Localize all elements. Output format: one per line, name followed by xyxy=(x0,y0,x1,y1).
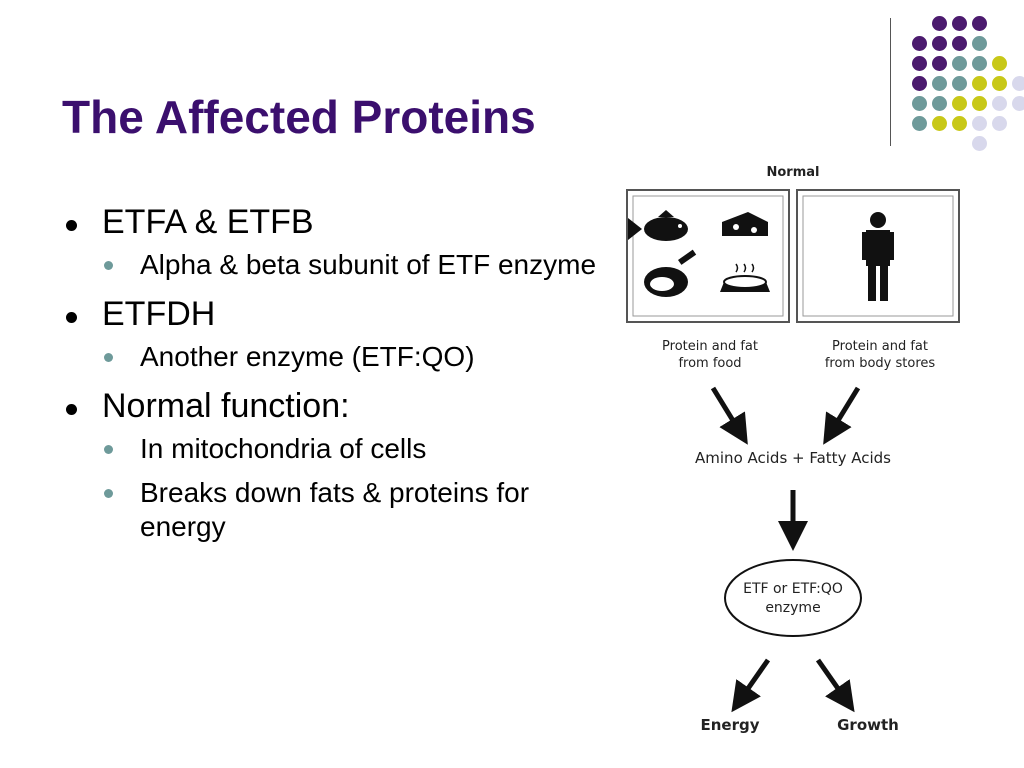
decorative-dot xyxy=(952,96,967,111)
body-caption-line2: from body stores xyxy=(825,356,936,371)
metabolism-diagram: Normal Protein and fat from food Pro xyxy=(626,165,960,734)
sub-bullet-text: Alpha & beta subunit of ETF enzyme xyxy=(140,249,597,280)
food-caption-line2: from food xyxy=(678,356,741,371)
sub-bullet-item: Alpha & beta subunit of ETF enzyme xyxy=(62,248,622,282)
arrow-body-to-acids xyxy=(823,386,861,445)
sub-bullet-text: In mitochondria of cells xyxy=(140,433,427,464)
bullet-item: Normal function: xyxy=(62,384,622,428)
decorative-dot xyxy=(912,76,927,91)
decorative-dot xyxy=(952,16,967,31)
decorative-dot xyxy=(972,36,987,51)
body-caption-line1: Protein and fat xyxy=(832,339,928,354)
sub-bullet-item: Breaks down fats & proteins for energy xyxy=(62,476,622,544)
decorative-dot-grid xyxy=(0,0,1024,170)
decorative-dot xyxy=(932,56,947,71)
decorative-dot xyxy=(932,76,947,91)
decorative-dot xyxy=(972,56,987,71)
decorative-dot xyxy=(912,56,927,71)
decorative-dot xyxy=(972,116,987,131)
acids-label: Amino Acids + Fatty Acids xyxy=(695,449,891,467)
bullet-item: ETFDH xyxy=(62,292,622,336)
bullet-text: ETFA & ETFB xyxy=(102,203,314,241)
decorative-dot xyxy=(932,36,947,51)
decorative-dot xyxy=(972,96,987,111)
enzyme-ellipse xyxy=(724,559,862,637)
bullet-text: ETFDH xyxy=(102,295,216,333)
decorative-dot xyxy=(992,56,1007,71)
food-caption-line1: Protein and fat xyxy=(662,339,758,354)
energy-label: Energy xyxy=(700,716,759,734)
sub-bullet-text: Breaks down fats & proteins for energy xyxy=(140,477,530,542)
cheese-icon xyxy=(722,212,768,236)
pie-icon xyxy=(720,263,770,292)
decorative-dot xyxy=(912,116,927,131)
decorative-dot xyxy=(972,16,987,31)
arrow-food-to-acids xyxy=(710,386,748,445)
decorative-dot xyxy=(932,96,947,111)
bullet-text: Normal function: xyxy=(102,387,350,425)
enzyme-label-line1: ETF or ETF:QO xyxy=(743,581,843,597)
decorative-dot xyxy=(972,76,987,91)
fish-icon xyxy=(628,210,688,241)
decorative-dot xyxy=(952,36,967,51)
bullet-list: ETFA & ETFB Alpha & beta subunit of ETF … xyxy=(62,200,622,554)
decorative-dot xyxy=(932,16,947,31)
decorative-dot xyxy=(1012,96,1024,111)
decorative-dot xyxy=(952,56,967,71)
sub-bullet-item: Another enzyme (ETF:QO) xyxy=(62,340,622,374)
slide-title: The Affected Proteins xyxy=(62,91,536,143)
person-icon xyxy=(862,212,894,301)
arrow-enzyme-to-energy xyxy=(731,658,771,713)
decorative-dot xyxy=(992,96,1007,111)
decorative-dot xyxy=(952,76,967,91)
decorative-dot xyxy=(1012,76,1024,91)
decorative-dot xyxy=(912,36,927,51)
growth-label: Growth xyxy=(837,716,899,734)
decorative-dot xyxy=(992,116,1007,131)
arrow-enzyme-to-growth xyxy=(815,658,855,713)
decorative-dot xyxy=(912,96,927,111)
decorative-dot xyxy=(972,136,987,151)
decorative-dot xyxy=(932,116,947,131)
enzyme-label-line2: enzyme xyxy=(765,600,820,616)
normal-label: Normal xyxy=(767,165,820,180)
decorative-dot xyxy=(952,116,967,131)
decorative-dot xyxy=(992,76,1007,91)
decorative-divider xyxy=(890,18,891,146)
bullet-item: ETFA & ETFB xyxy=(62,200,622,244)
sub-bullet-item: In mitochondria of cells xyxy=(62,432,622,466)
food-box xyxy=(626,189,790,323)
meat-icon xyxy=(644,249,697,297)
sub-bullet-text: Another enzyme (ETF:QO) xyxy=(140,341,475,372)
